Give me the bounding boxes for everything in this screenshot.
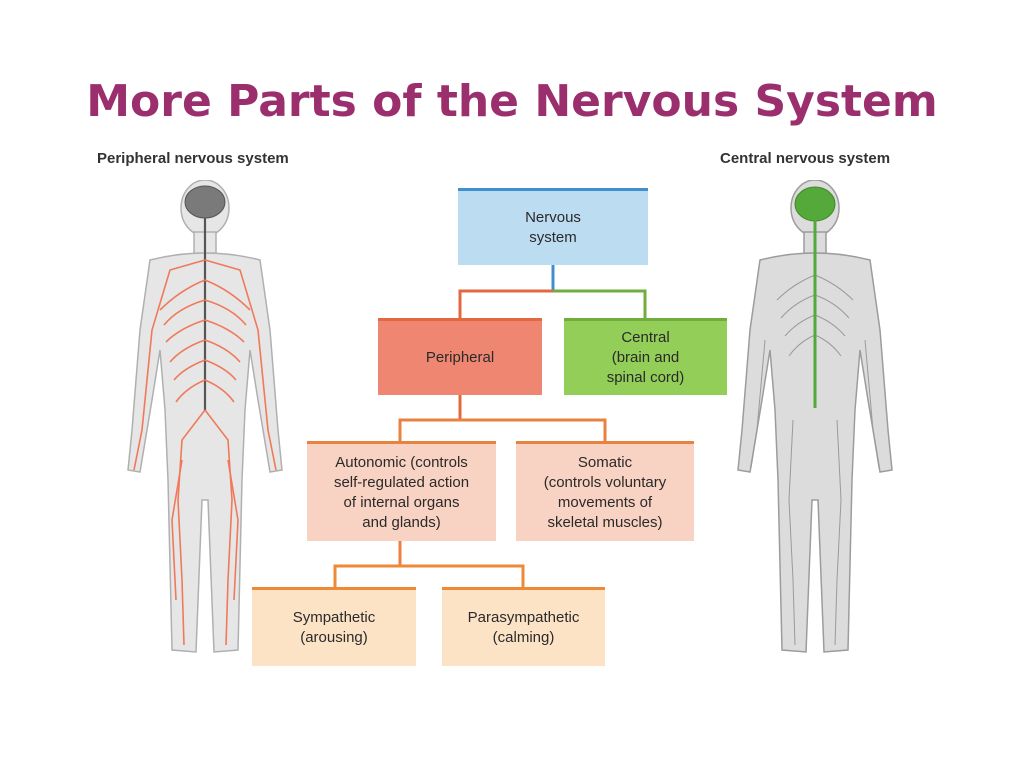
sympathetic-box: Sympathetic (arousing)	[252, 587, 416, 666]
peripheral-figure-label: Peripheral nervous system	[97, 150, 289, 167]
slide-title: More Parts of the Nervous System	[86, 76, 938, 127]
peripheral-body-figure	[127, 180, 283, 653]
body-detail-lines	[750, 274, 880, 646]
peripheral-box: Peripheral	[378, 318, 542, 395]
somatic-box: Somatic (controls voluntary movements of…	[516, 441, 694, 541]
central-body-figure	[737, 180, 893, 653]
peripheral-nerves	[133, 218, 277, 646]
central-figure-label: Central nervous system	[720, 150, 891, 167]
autonomic-box: Autonomic (controls self-regulated actio…	[307, 441, 496, 541]
parasympathetic-box: Parasympathetic (calming)	[442, 587, 605, 666]
nervous-system-box: Nervous system	[458, 188, 648, 265]
central-box: Central (brain and spinal cord)	[564, 318, 727, 395]
